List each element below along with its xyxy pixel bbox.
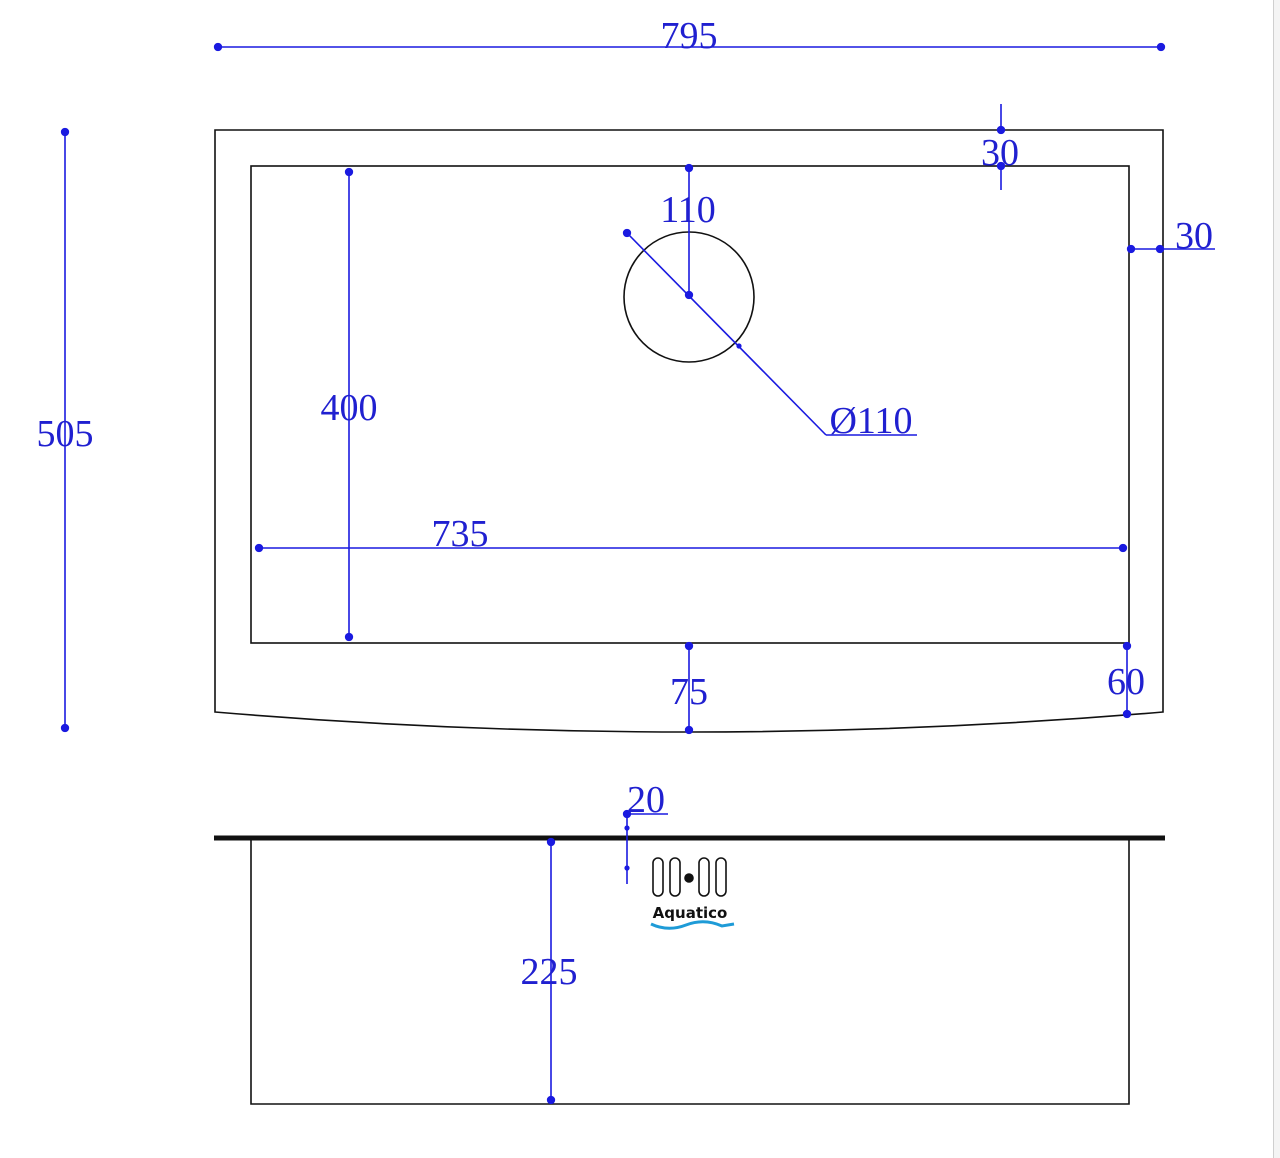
side-view (214, 835, 1165, 1105)
label-drain-diameter: Ø110 (829, 400, 912, 442)
logo-wave-icon (650, 920, 735, 930)
dim-deck-thickness: 20 (622, 779, 668, 884)
logo-mark-icon (652, 857, 727, 897)
label-bowl-depth: 400 (321, 387, 378, 429)
window-right-edge (1273, 0, 1280, 1158)
bowl-side-outline (250, 840, 1130, 1105)
label-rim-top: 30 (981, 132, 1019, 174)
label-front-center: 75 (670, 671, 708, 713)
dim-overall-depth: 505 (37, 127, 94, 733)
dim-bowl-height: 225 (521, 837, 578, 1105)
dim-rim-top: 30 (981, 104, 1019, 190)
dim-drain-offset: 110 (660, 163, 716, 300)
dim-bowl-width: 735 (254, 513, 1128, 555)
label-drain-offset: 110 (660, 189, 716, 231)
label-bowl-width: 735 (432, 513, 489, 555)
logo-brand-text: Aquatico (653, 904, 728, 922)
label-overall-width: 795 (661, 15, 718, 57)
dim-front-center: 75 (670, 641, 708, 735)
label-front-corner: 60 (1107, 661, 1145, 703)
dim-drain-diameter: Ø110 (622, 228, 917, 442)
label-deck-thickness: 20 (627, 779, 665, 821)
dim-overall-width: 795 (213, 15, 1166, 57)
dim-bowl-depth: 400 (321, 167, 378, 642)
label-bowl-height: 225 (521, 951, 578, 993)
dim-front-corner: 60 (1107, 641, 1145, 719)
logo: Aquatico (650, 857, 735, 930)
label-rim-right: 30 (1175, 215, 1213, 257)
sink-outer-outline (214, 129, 1164, 733)
dim-rim-right: 30 (1126, 215, 1215, 257)
bowl-outline (250, 165, 1130, 644)
label-overall-depth: 505 (37, 413, 94, 455)
